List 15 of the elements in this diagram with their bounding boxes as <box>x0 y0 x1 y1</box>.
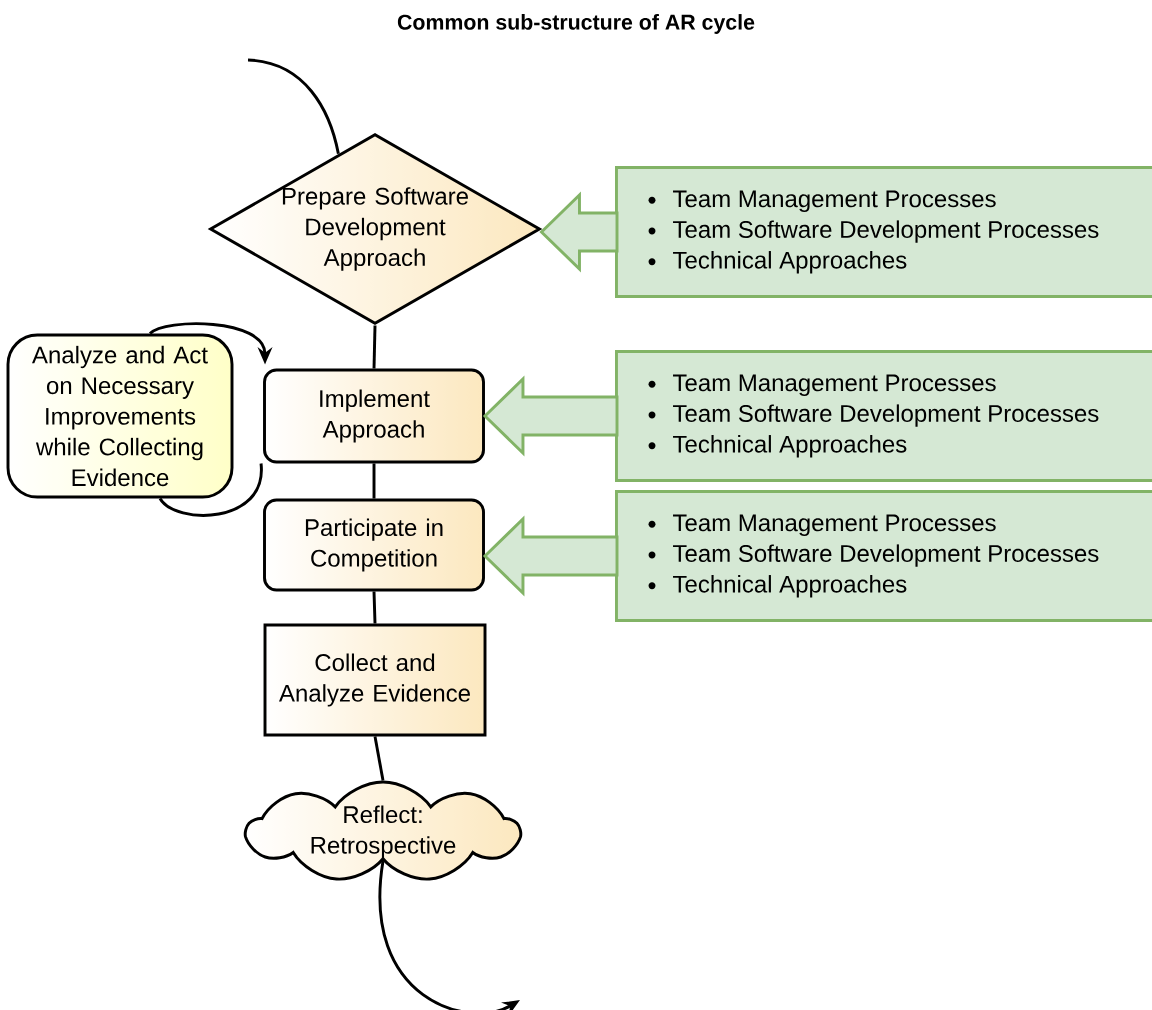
connector-line <box>372 463 376 499</box>
process-box: Collect and Analyze Evidence <box>263 623 487 737</box>
title: Common sub-structure of AR cycle <box>397 14 755 34</box>
callout-box: Team Management Processes Team Software Development Processes Technical Approaches <box>615 350 1152 482</box>
callout-box: Team Management Processes Team Software Development Processes Technical Approaches <box>615 166 1152 298</box>
process-box: Participate in Competition <box>263 498 485 592</box>
connector-line <box>158 463 263 517</box>
connector-line <box>373 736 385 781</box>
connector-line <box>247 58 340 155</box>
reflect-cloud: Reflect: Retrospective <box>243 780 523 881</box>
connector-line <box>372 325 377 369</box>
callout-box: Team Management Processes Team Software Development Processes Technical Approaches <box>615 490 1152 622</box>
connector-line <box>372 591 377 624</box>
process-box: Implement Approach <box>263 368 485 464</box>
note-box: Analyze and Act on Necessary Improvements while Collecting Evidence <box>6 333 234 499</box>
